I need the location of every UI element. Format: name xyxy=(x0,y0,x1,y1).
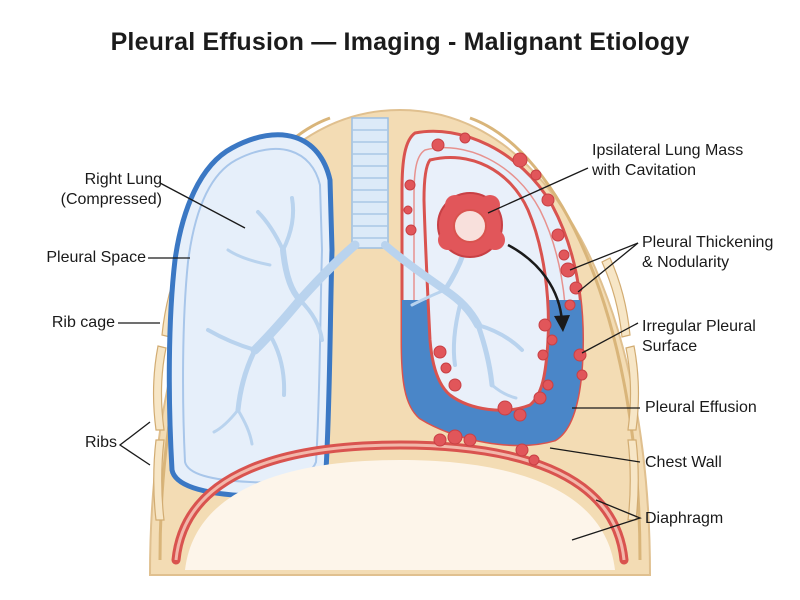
trachea xyxy=(351,117,389,249)
label-chest-wall: Chest Wall xyxy=(645,454,722,471)
label-diaphragm: Diaphragm xyxy=(645,510,724,527)
leader-lines xyxy=(118,167,642,541)
pleural-nodules xyxy=(403,132,588,466)
label-irregular-surface: Irregular Pleural Surface xyxy=(642,318,756,355)
label-pleural-thickening: Pleural Thickening & Nodularity xyxy=(642,234,774,271)
label-pleural-effusion: Pleural Effusion xyxy=(645,399,757,416)
label-pleural-space: Pleural Space xyxy=(46,249,146,266)
label-ribs: Ribs xyxy=(84,434,117,451)
label-lung-mass: Ipsilateral Lung Mass with Cavitation xyxy=(592,142,744,179)
direction-arrow xyxy=(507,243,564,323)
label-right-lung: Right Lung (Compressed) xyxy=(60,171,162,208)
label-rib-cage: Rib cage xyxy=(51,314,115,331)
diagram-title: Pleural Effusion — Imaging - Malignant E… xyxy=(110,28,690,56)
right-bronchial-tree xyxy=(206,196,360,446)
lung-mass-cavitation xyxy=(437,192,505,258)
